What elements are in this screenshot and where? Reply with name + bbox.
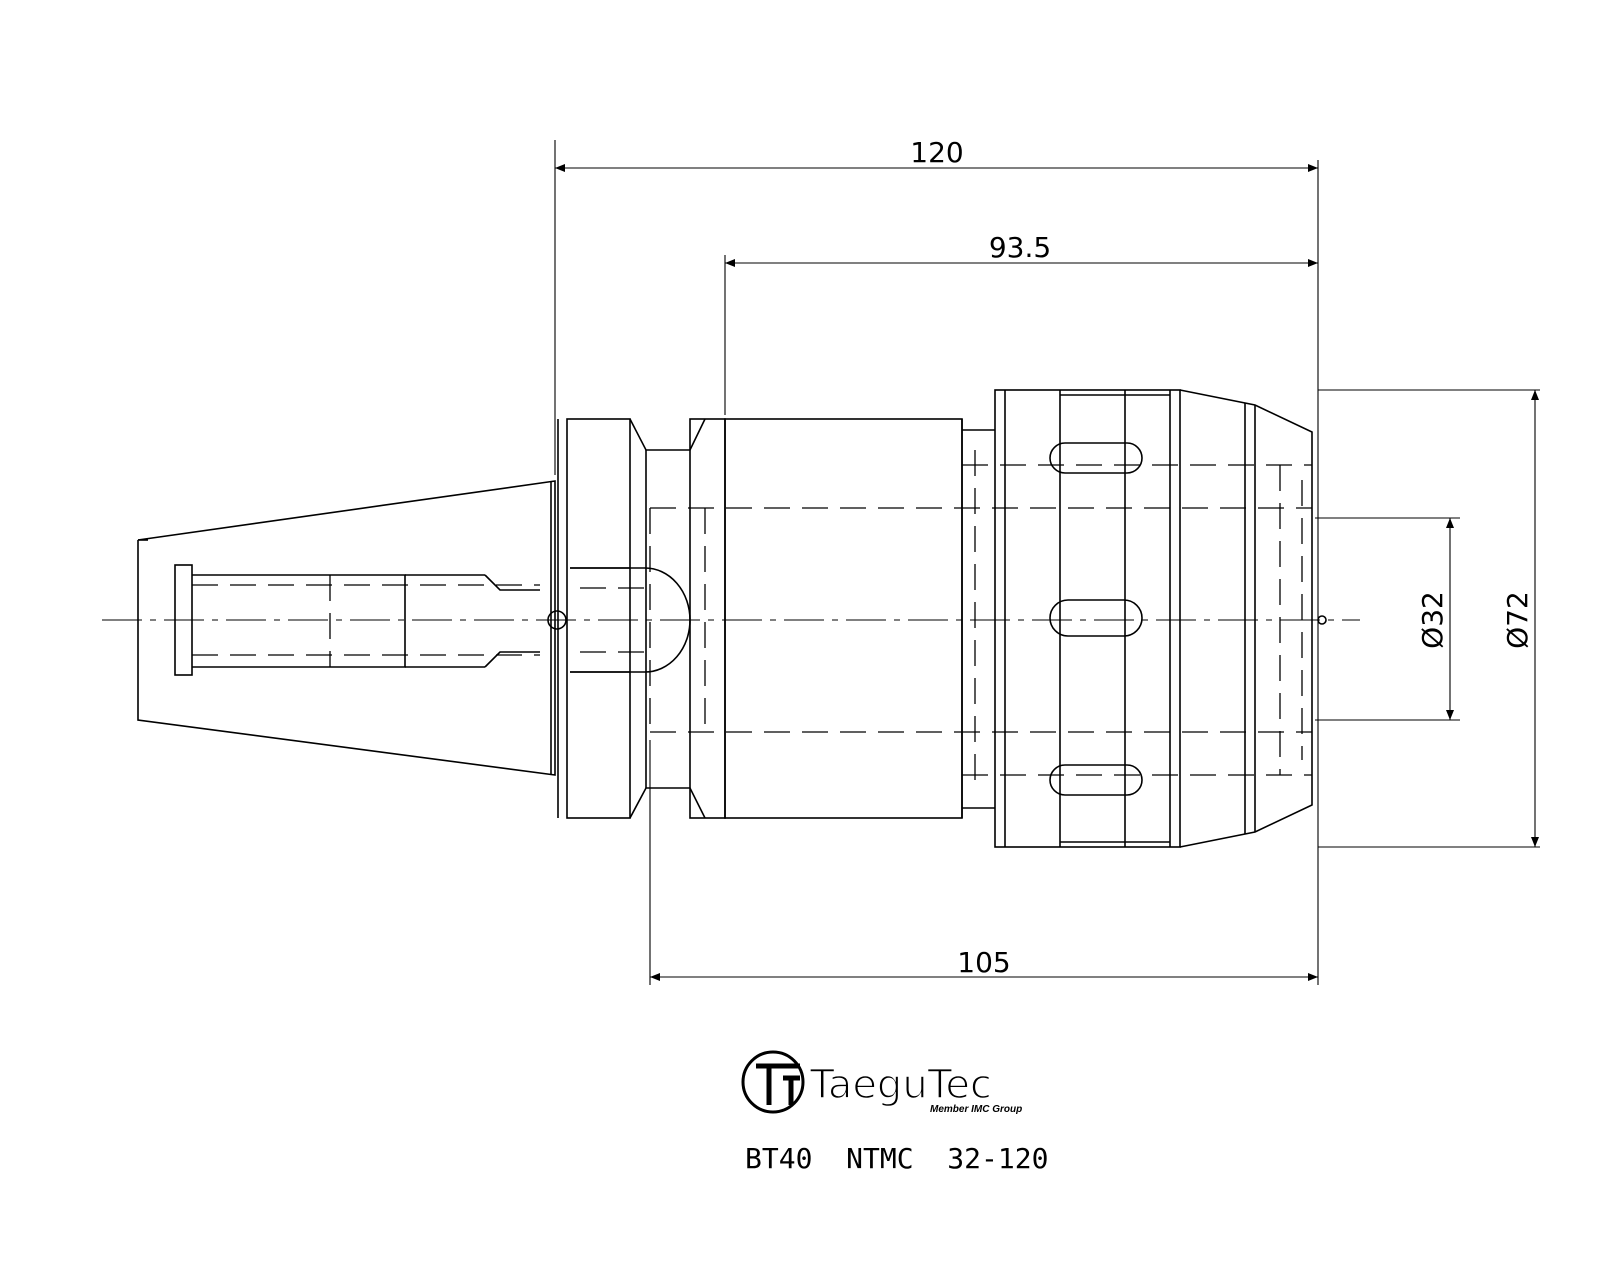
flange <box>557 418 726 819</box>
logo-tt-icon <box>756 1063 800 1105</box>
main-body <box>724 418 995 819</box>
dim-label-32: Ø32 <box>1416 591 1449 649</box>
taegutec-logo: TaeguTec Member IMC Group <box>741 1050 1022 1115</box>
dim-label-105: 105 <box>957 946 1010 979</box>
dim-label-93-5: 93.5 <box>989 231 1051 264</box>
logo-mark-icon <box>741 1050 805 1114</box>
tool-holder-outline <box>137 389 1327 848</box>
dim-label-72: Ø72 <box>1501 591 1534 649</box>
clamping-nut <box>994 389 1313 848</box>
taper-shank <box>137 480 556 776</box>
dim-label-120: 120 <box>910 136 963 169</box>
brand-name: TaeguTec <box>809 1062 992 1108</box>
hidden-lines <box>192 450 1312 790</box>
model-number: BT40 NTMC 32-120 <box>745 1142 1048 1175</box>
brand-tagline: Member IMC Group <box>930 1104 1022 1115</box>
dimension-lines <box>554 140 1540 985</box>
